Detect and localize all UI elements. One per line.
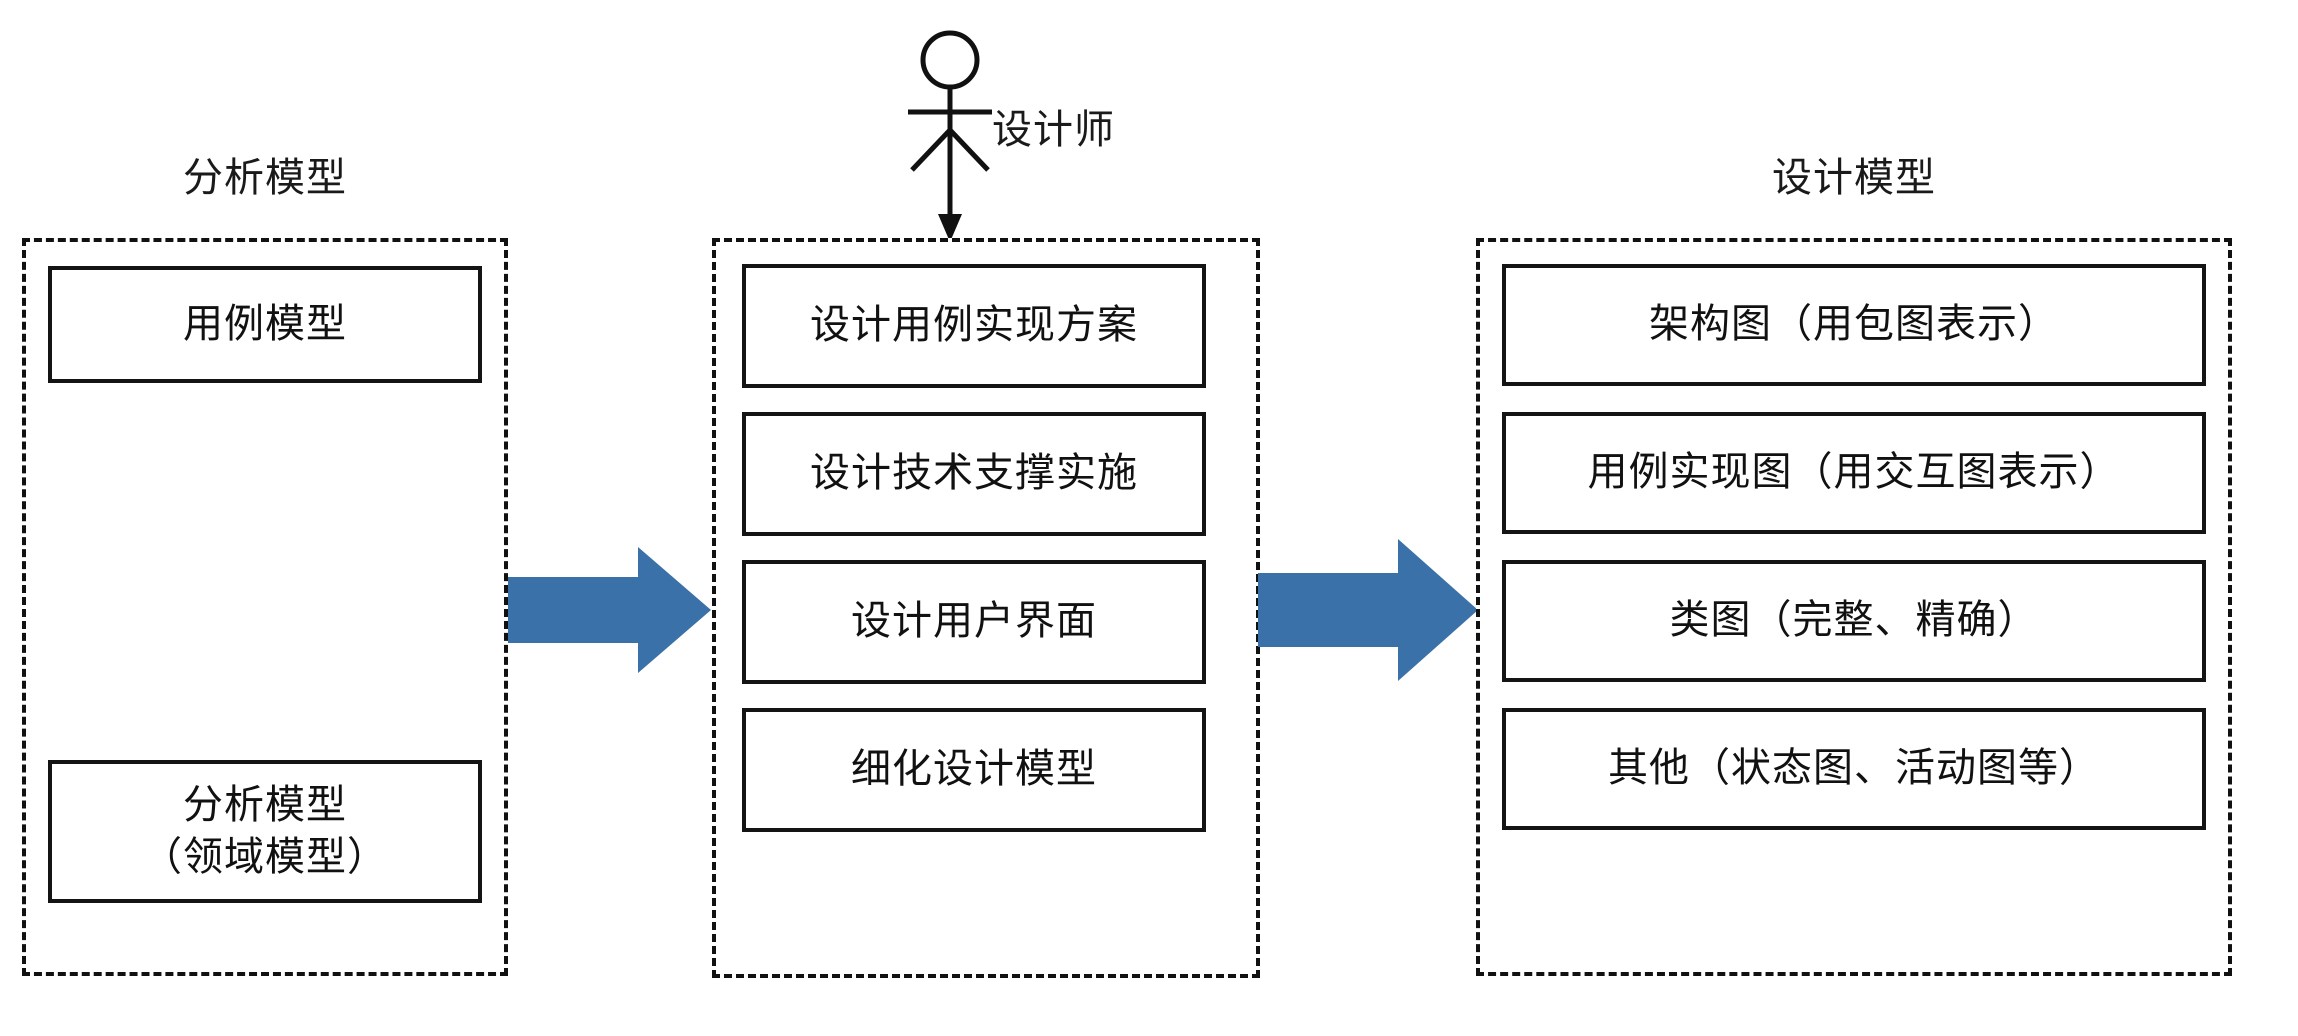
- box-label-domain-model: （领域模型）: [142, 834, 388, 879]
- box-design-technical-support[interactable]: 设计技术支撑实施: [742, 412, 1206, 536]
- right-arrow-icon: [508, 547, 711, 673]
- box-label-use-case-model: 用例模型: [183, 301, 347, 346]
- box-label-refine-design-model: 细化设计模型: [851, 747, 1097, 792]
- stick-figure-actor-icon: [908, 30, 992, 172]
- box-class-diagram[interactable]: 类图（完整、精确）: [1502, 560, 2206, 682]
- column-design-model: 设计模型 架构图（用包图表示） 用例实现图（用交互图表示） 类图（完整、精确） …: [1476, 150, 2232, 980]
- column-title-analysis-model: 分析模型: [183, 156, 347, 200]
- box-label-class-diagram: 类图（完整、精确）: [1669, 598, 2039, 643]
- right-arrow-icon: [1258, 539, 1478, 681]
- box-use-case-model[interactable]: 用例模型: [48, 266, 482, 383]
- column-design-activities: 设计师 设计用例实现方案 设计技术支撑实施 设计用户界面 细化设计模型: [712, 30, 1260, 982]
- arrow-analysis-to-design-activities: [508, 545, 713, 675]
- box-label-analysis-model: 分析模型: [183, 783, 347, 828]
- box-design-user-interface[interactable]: 设计用户界面: [742, 560, 1206, 684]
- box-label-other-diagrams: 其他（状态图、活动图等）: [1608, 746, 2100, 791]
- box-label-architecture-diagram: 架构图（用包图表示）: [1649, 302, 2059, 347]
- box-use-case-realization-diagram[interactable]: 用例实现图（用交互图表示）: [1502, 412, 2206, 534]
- box-label-design-technical-support: 设计技术支撑实施: [810, 451, 1138, 496]
- box-architecture-diagram[interactable]: 架构图（用包图表示）: [1502, 264, 2206, 386]
- down-arrow-icon: [938, 130, 962, 242]
- box-label-design-use-case-realization: 设计用例实现方案: [810, 303, 1138, 348]
- column-analysis-model: 分析模型 用例模型 分析模型 （领域模型）: [22, 150, 508, 980]
- box-label-use-case-realization-diagram: 用例实现图（用交互图表示）: [1587, 450, 2121, 495]
- column-title-design-model: 设计模型: [1772, 156, 1936, 200]
- arrow-design-activities-to-design-model: [1258, 535, 1480, 685]
- box-design-use-case-realization[interactable]: 设计用例实现方案: [742, 264, 1206, 388]
- box-refine-design-model[interactable]: 细化设计模型: [742, 708, 1206, 832]
- box-analysis-domain-model[interactable]: 分析模型 （领域模型）: [48, 760, 482, 903]
- box-other-diagrams[interactable]: 其他（状态图、活动图等）: [1502, 708, 2206, 830]
- designer-actor-label: 设计师: [992, 108, 1115, 152]
- box-label-design-user-interface: 设计用户界面: [851, 599, 1097, 644]
- designer-actor: [900, 30, 1080, 244]
